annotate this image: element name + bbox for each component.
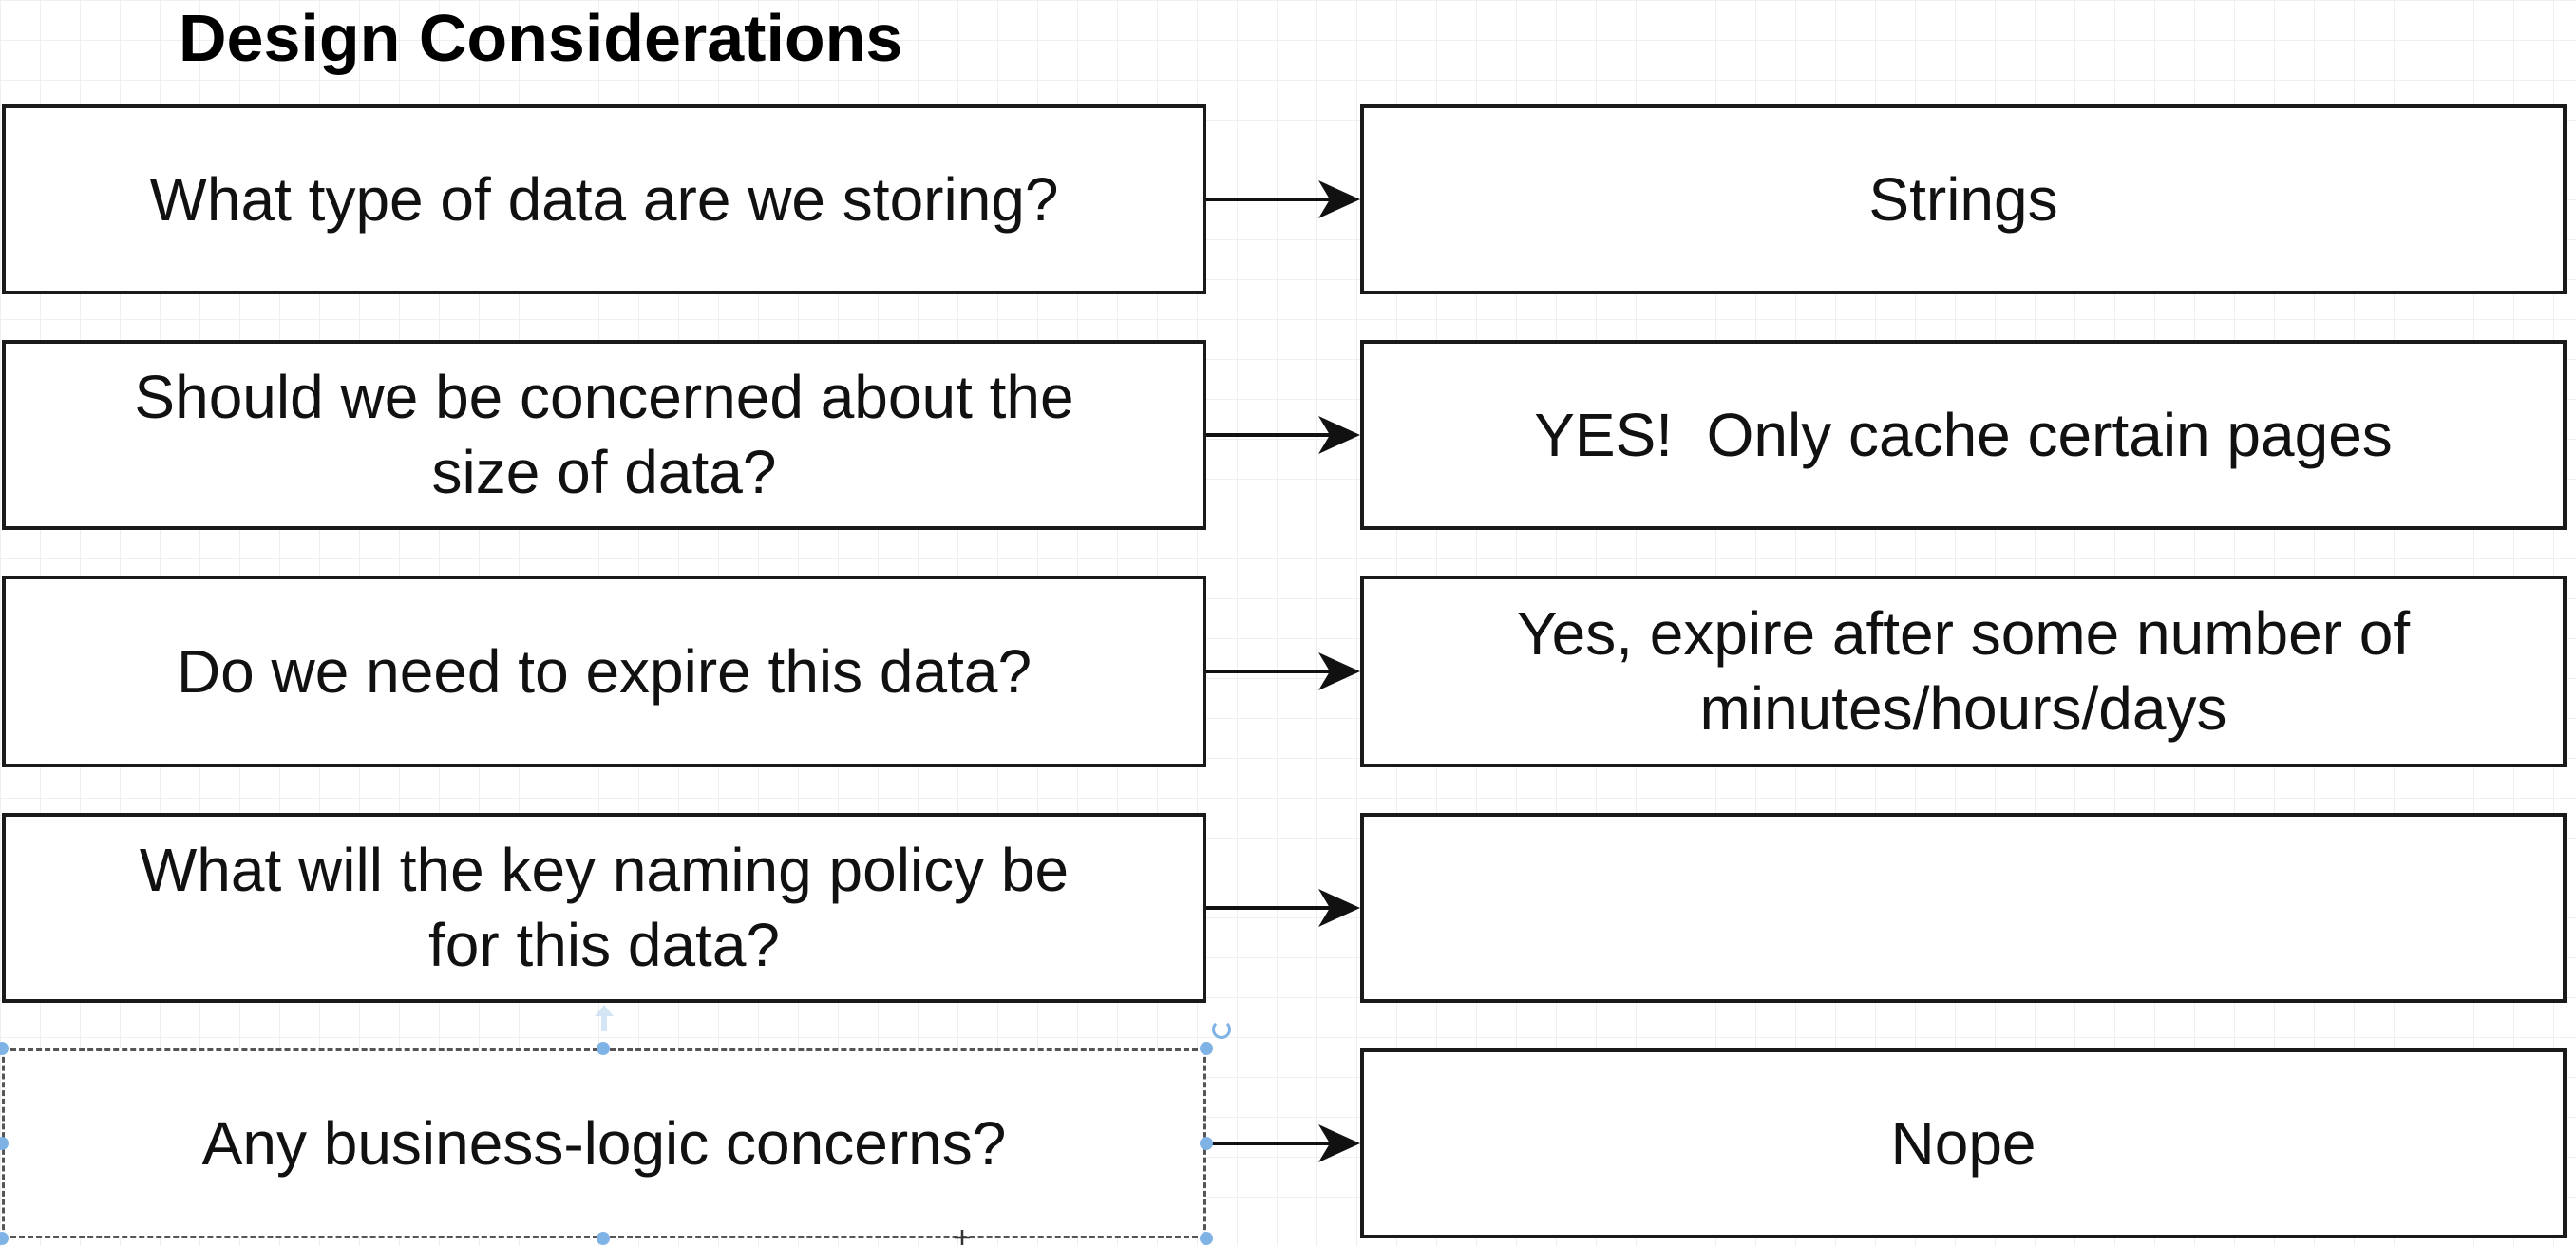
arrowhead-4 [1318, 889, 1360, 927]
answer-box-key-naming-empty[interactable] [1360, 813, 2567, 1003]
resize-handle-top-left[interactable] [0, 1042, 9, 1055]
resize-handle-right[interactable] [1200, 1137, 1213, 1150]
question-text-line-1: What will the key naming policy be [139, 836, 1070, 905]
rotate-handle-icon[interactable] [1212, 1020, 1231, 1039]
move-up-arrow-icon[interactable] [593, 1003, 616, 1033]
answer-box-data-size[interactable]: YES! Only cache certain pages [1360, 340, 2567, 530]
resize-handle-bottom-right[interactable] [1200, 1232, 1213, 1245]
diagram-title: Design Considerations [179, 1, 903, 75]
answer-box-data-type[interactable]: Strings [1360, 104, 2567, 294]
answer-text-line-1: Yes, expire after some number of [1516, 599, 2411, 669]
answer-box-business-logic[interactable]: Nope [1360, 1048, 2567, 1238]
answer-text-line-2: minutes/hours/days [1699, 674, 2227, 743]
answer-text: Nope [1890, 1108, 2036, 1178]
question-box-data-type[interactable]: What type of data are we storing? [2, 104, 1206, 294]
question-text-line-2: for this data? [428, 911, 780, 979]
question-text: Do we need to expire this data? [176, 636, 1032, 706]
question-text-line-2: size of data? [431, 438, 777, 506]
resize-handle-top-right[interactable] [1200, 1042, 1213, 1055]
resize-handle-bottom-left[interactable] [0, 1232, 9, 1245]
answer-text: YES! Only cache certain pages [1534, 400, 2393, 469]
question-text: Any business-logic concerns? [201, 1108, 1007, 1178]
resize-handle-left[interactable] [0, 1137, 9, 1150]
question-box-key-naming[interactable]: What will the key naming policy be for t… [2, 813, 1206, 1003]
resize-handle-top[interactable] [597, 1042, 610, 1055]
mouse-cursor-icon [955, 1230, 970, 1245]
arrowhead-3 [1318, 652, 1360, 690]
arrowhead-2 [1318, 416, 1360, 454]
question-box-expiry[interactable]: Do we need to expire this data? [2, 576, 1206, 767]
arrowhead-5 [1318, 1124, 1360, 1162]
arrowhead-1 [1318, 180, 1360, 218]
answer-text: Strings [1868, 164, 2058, 234]
answer-box-expiry[interactable]: Yes, expire after some number of minutes… [1360, 576, 2567, 767]
question-text-line-1: Should we be concerned about the [134, 363, 1074, 432]
question-text: What type of data are we storing? [149, 164, 1059, 234]
question-box-data-size[interactable]: Should we be concerned about the size of… [2, 340, 1206, 530]
resize-handle-bottom[interactable] [597, 1232, 610, 1245]
